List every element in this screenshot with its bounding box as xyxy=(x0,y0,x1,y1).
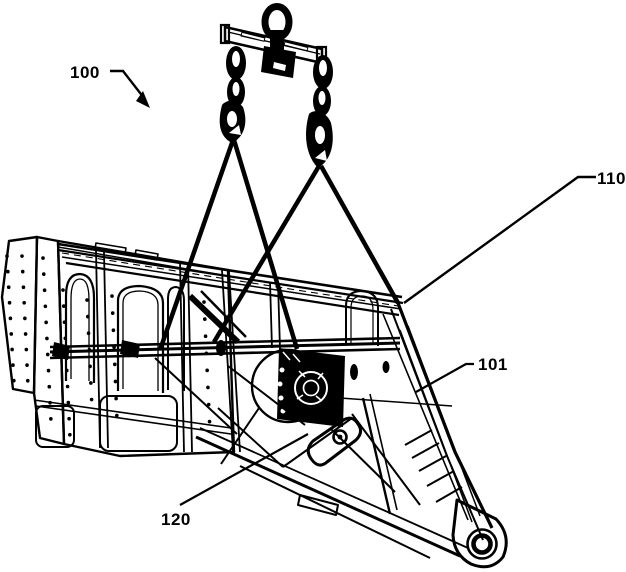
lifting-rig xyxy=(157,3,400,351)
thick-brace xyxy=(187,293,241,345)
ref-101-leader xyxy=(415,362,474,393)
ref-100-leader xyxy=(110,69,145,99)
rivet-rows xyxy=(5,254,212,440)
reference-labels: 100 110 101 120 xyxy=(70,63,626,529)
ref-101-text: 101 xyxy=(478,355,508,374)
boom-frame xyxy=(361,302,494,541)
ref-100-text: 100 xyxy=(70,63,100,82)
clevis-link xyxy=(306,416,363,467)
right-shackle-icon xyxy=(313,55,333,116)
frame-posts xyxy=(95,250,281,453)
right-hook-icon xyxy=(306,111,333,168)
sling-legs xyxy=(157,139,400,351)
gear-drive xyxy=(250,348,345,427)
pad xyxy=(382,361,390,373)
mid-belt xyxy=(49,336,401,360)
label-120: 120 xyxy=(161,433,309,529)
label-110: 110 xyxy=(403,169,626,304)
left-shackle-icon xyxy=(226,46,246,107)
ref-120-text: 120 xyxy=(161,510,191,529)
pivot-lug xyxy=(451,498,508,569)
machine-frame xyxy=(0,235,508,569)
ref-100-arrowhead xyxy=(136,91,150,108)
pad xyxy=(350,364,358,380)
label-100: 100 xyxy=(70,63,150,108)
ref-120-leader xyxy=(179,433,309,506)
bottom-chords xyxy=(195,427,469,559)
ref-110-text: 110 xyxy=(597,169,626,188)
ref-110-leader xyxy=(403,175,596,304)
label-101: 101 xyxy=(415,355,508,393)
left-hook-icon xyxy=(219,100,246,143)
